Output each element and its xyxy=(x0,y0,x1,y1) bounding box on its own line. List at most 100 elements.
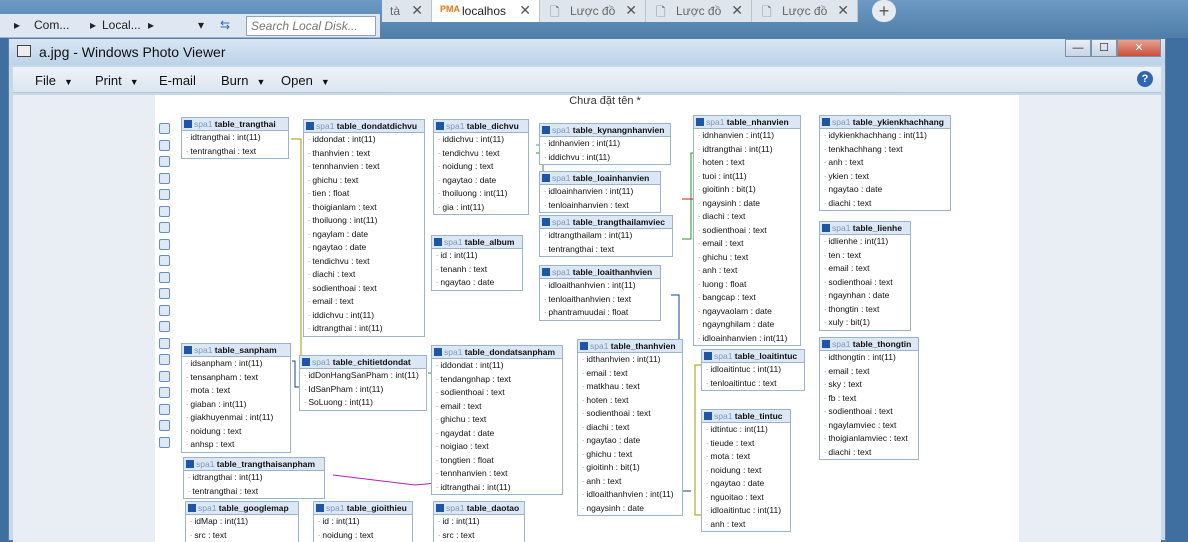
db-prefix: spa1 xyxy=(706,117,727,127)
table-column-row: giaban : int(11) xyxy=(182,398,290,412)
db-table-table-lienhe: spa1 table_lienheidlienhe : int(11)ten :… xyxy=(819,221,911,331)
back-chevron-icon[interactable]: ▸ xyxy=(14,18,20,32)
close-icon[interactable]: ✕ xyxy=(837,2,849,19)
close-button[interactable]: ✕ xyxy=(1117,39,1161,57)
db-prefix: spa1 xyxy=(552,125,573,135)
table-column-row: sodienthoai : text xyxy=(694,224,800,238)
table-column-row: thongtin : text xyxy=(820,303,910,317)
minimize-button[interactable]: — xyxy=(1065,39,1091,57)
browser-tab-5[interactable]: 🗋 Lược đồ ✕ xyxy=(752,0,858,22)
table-column-row: email : text xyxy=(578,367,682,381)
table-column-row: diachi : text xyxy=(304,268,424,282)
db-table-table-dondatdichvu: spa1 table_dondatdichvuiddondat : int(11… xyxy=(303,119,425,337)
table-column-row: idloaitintuc : int(11) xyxy=(702,363,804,377)
table-key-icon xyxy=(302,358,310,366)
close-icon[interactable]: ✕ xyxy=(411,2,423,19)
table-column-row: IdSanPham : int(11) xyxy=(300,383,426,397)
breadcrumb-local[interactable]: Local... xyxy=(102,18,141,32)
table-header: spa1 table_chitietdondat xyxy=(300,356,426,369)
table-name: table_sanpham xyxy=(215,345,277,355)
table-column-row: tentrangthai : text xyxy=(540,243,672,257)
table-column-row: noidung : text xyxy=(182,425,290,439)
table-header: spa1 table_kynangnhanvien xyxy=(540,124,670,137)
menu-email[interactable]: E-mail xyxy=(159,73,196,88)
close-icon[interactable]: ✕ xyxy=(519,2,531,19)
table-column-row: SoLuong : int(11) xyxy=(300,396,426,410)
table-column-row: idtintuc : int(11) xyxy=(702,423,790,437)
table-column-row: bangcap : text xyxy=(694,291,800,305)
menu-burn[interactable]: Burn▼ xyxy=(221,73,265,88)
table-name: table_nhanvien xyxy=(727,117,789,127)
new-tab-button[interactable]: + xyxy=(872,0,896,22)
table-column-row: ten : text xyxy=(820,249,910,263)
table-column-row: idthongtin : int(11) xyxy=(820,351,918,365)
table-header: spa1 table_loaitintuc xyxy=(702,350,804,363)
table-column-row: ngaynhan : date xyxy=(820,289,910,303)
table-name: table_tintuc xyxy=(735,411,783,421)
image-viewport: Chưa đặt tên * ▲ xyxy=(13,95,1161,542)
table-name: table_loaitintuc xyxy=(735,351,797,361)
browser-tab-1[interactable]: tà ✕ xyxy=(382,0,432,22)
db-table-table-ykienkhachhang: spa1 table_ykienkhachhangidykienkhachhan… xyxy=(819,115,951,211)
table-column-row: sky : text xyxy=(820,378,918,392)
browser-tab-localhost[interactable]: PMA localhos ✕ xyxy=(432,0,540,22)
table-column-row: idtrangthai : int(11) xyxy=(184,471,324,485)
menu-open[interactable]: Open▼ xyxy=(281,73,330,88)
table-column-row: idnhanvien : int(11) xyxy=(540,137,670,151)
table-column-row: gioitinh : bit(1) xyxy=(578,461,682,475)
table-header: spa1 table_daotao xyxy=(434,502,524,515)
browser-tab-4[interactable]: 🗋 Lược đồ ✕ xyxy=(646,0,752,22)
db-prefix: spa1 xyxy=(552,217,573,227)
table-column-row: hoten : text xyxy=(578,394,682,408)
table-column-row: iddondat : int(11) xyxy=(432,359,562,373)
menu-file[interactable]: File▼ xyxy=(35,73,73,88)
db-table-table-kynangnhanvien: spa1 table_kynangnhanvienidnhanvien : in… xyxy=(539,123,671,165)
table-column-row: thoigianlam : text xyxy=(304,201,424,215)
table-column-row: ghichu : text xyxy=(578,448,682,462)
table-key-icon xyxy=(184,120,192,128)
table-name: table_thongtin xyxy=(853,339,912,349)
table-column-row: src : text xyxy=(186,529,298,542)
db-table-table-gioithieu: spa1 table_gioithieuid : int(11)noidung … xyxy=(313,501,413,542)
table-column-row: idthanhvien : int(11) xyxy=(578,353,682,367)
db-table-table-trangthai: spa1 table_trangthaiidtrangthai : int(11… xyxy=(181,117,289,159)
dropdown-arrow-icon[interactable]: ▾ xyxy=(198,18,204,32)
table-column-row: thoiluong : int(11) xyxy=(434,187,528,201)
search-input[interactable]: Search Local Disk... xyxy=(246,16,376,36)
table-column-row: idloainhanvien : int(11) xyxy=(540,185,660,199)
refresh-icon[interactable]: ⇆ xyxy=(220,18,230,32)
db-prefix: spa1 xyxy=(832,117,853,127)
table-key-icon xyxy=(822,340,830,348)
db-prefix: spa1 xyxy=(198,503,219,513)
table-column-row: idMap : int(11) xyxy=(186,515,298,529)
table-column-row: diachi : text xyxy=(578,421,682,435)
db-prefix: spa1 xyxy=(194,119,215,129)
table-column-row: email : text xyxy=(820,365,918,379)
close-icon[interactable]: ✕ xyxy=(625,2,637,19)
help-icon[interactable]: ? xyxy=(1137,71,1153,87)
window-title: a.jpg - Windows Photo Viewer xyxy=(39,44,226,60)
db-prefix: spa1 xyxy=(326,503,347,513)
table-key-icon xyxy=(822,118,830,126)
table-column-row: ngayvaolam : date xyxy=(694,305,800,319)
table-header: spa1 table_googlemap xyxy=(186,502,298,515)
table-column-row: thanhvien : text xyxy=(304,147,424,161)
table-key-icon xyxy=(434,238,442,246)
table-column-row: fb : text xyxy=(820,392,918,406)
db-prefix: spa1 xyxy=(552,267,573,277)
maximize-button[interactable]: ☐ xyxy=(1091,39,1117,57)
pma-icon: PMA xyxy=(440,4,460,14)
menu-print[interactable]: Print▼ xyxy=(95,73,139,88)
db-prefix: spa1 xyxy=(552,173,573,183)
title-bar[interactable]: a.jpg - Windows Photo Viewer — ☐ ✕ xyxy=(9,39,1165,65)
table-column-row: anh : text xyxy=(578,475,682,489)
menu-label: Burn xyxy=(221,73,248,88)
table-key-icon xyxy=(188,504,196,512)
browser-tab-3[interactable]: 🗋 Lược đồ ✕ xyxy=(540,0,646,22)
close-icon[interactable]: ✕ xyxy=(731,2,743,19)
table-column-row: mota : text xyxy=(182,384,290,398)
table-key-icon xyxy=(184,346,192,354)
table-header: spa1 table_lienhe xyxy=(820,222,910,235)
breadcrumb-computer[interactable]: Com... xyxy=(34,18,69,32)
table-name: table_trangthaisanpham xyxy=(217,459,315,469)
